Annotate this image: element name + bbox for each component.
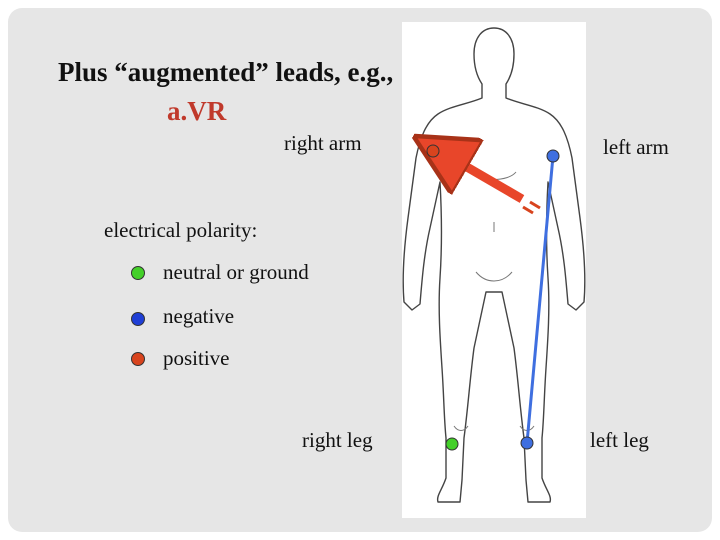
positive-legend-dot <box>131 352 145 366</box>
right-leg-electrode <box>445 437 459 451</box>
left-arm-label: left arm <box>603 135 669 159</box>
arrow-tail-mark <box>522 205 534 215</box>
right-leg-label: right leg <box>302 428 373 452</box>
lead-vector-arrow <box>460 163 525 203</box>
left-arm-electrode <box>546 149 560 163</box>
hip-line <box>475 271 513 282</box>
right-knee-mark <box>453 425 469 431</box>
lead-name: a.VR <box>167 96 227 126</box>
arrow-tail-mark <box>529 200 541 210</box>
legend-label-positive: positive <box>163 346 230 370</box>
right-arm-label: right arm <box>284 131 362 155</box>
right-arm-electrode <box>426 144 440 158</box>
ground-legend-dot <box>131 266 145 280</box>
legend-label-negative: negative <box>163 304 235 328</box>
negative-legend-dot <box>131 312 145 326</box>
legend-heading: electrical polarity: <box>104 218 258 242</box>
slide-background <box>8 8 712 532</box>
slide-title: Plus “augmented” leads, e.g., <box>58 57 394 87</box>
left-leg-electrode <box>520 436 534 450</box>
legend-label-ground: neutral or ground <box>163 260 309 284</box>
lead-connection-line <box>525 155 555 444</box>
left-leg-label: left leg <box>590 428 649 452</box>
